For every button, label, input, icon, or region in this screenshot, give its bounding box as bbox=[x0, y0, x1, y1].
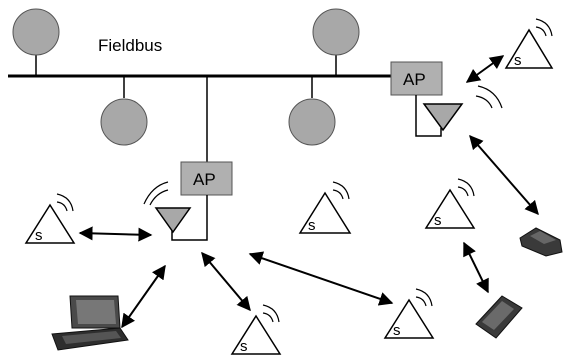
sensor-icon: s bbox=[504, 18, 554, 69]
fieldbus-node bbox=[312, 8, 360, 76]
handheld-icon bbox=[475, 295, 523, 339]
svg-text:s: s bbox=[514, 52, 522, 69]
access-point-right: AP bbox=[390, 61, 443, 96]
ap-antenna-wire bbox=[171, 195, 208, 241]
phone-icon bbox=[519, 227, 563, 257]
wireless-link-arrow bbox=[121, 264, 166, 329]
svg-text:s: s bbox=[393, 322, 401, 339]
sensor-icon: s bbox=[424, 178, 476, 229]
sensor-icon: s bbox=[230, 304, 282, 355]
svg-text:s: s bbox=[240, 338, 248, 355]
svg-text:AP: AP bbox=[193, 170, 216, 189]
svg-text:AP: AP bbox=[403, 70, 426, 89]
fieldbus-label: Fieldbus bbox=[98, 36, 162, 55]
wireless-link-arrow bbox=[463, 241, 489, 294]
wireless-link-arrow bbox=[469, 134, 539, 216]
antenna-icon bbox=[143, 181, 192, 234]
svg-text:s: s bbox=[308, 217, 316, 234]
wireless-link-arrow bbox=[465, 55, 505, 83]
wireless-link-arrow bbox=[248, 251, 394, 306]
wireless-link-arrow bbox=[201, 251, 251, 312]
fieldbus-node bbox=[12, 8, 60, 76]
svg-text:s: s bbox=[434, 212, 442, 229]
ap-antenna-wire bbox=[415, 95, 442, 137]
fieldbus-node bbox=[288, 76, 336, 146]
sensor-icon: s bbox=[298, 181, 352, 234]
fieldbus-node bbox=[100, 76, 148, 146]
sensor-icon: s bbox=[24, 193, 76, 244]
sensor-icon: s bbox=[383, 288, 435, 339]
antenna-icon bbox=[422, 85, 503, 132]
wireless-link-arrow bbox=[78, 226, 153, 242]
svg-text:s: s bbox=[35, 227, 43, 244]
laptop-icon bbox=[51, 295, 129, 351]
access-point-center: AP bbox=[180, 161, 233, 196]
